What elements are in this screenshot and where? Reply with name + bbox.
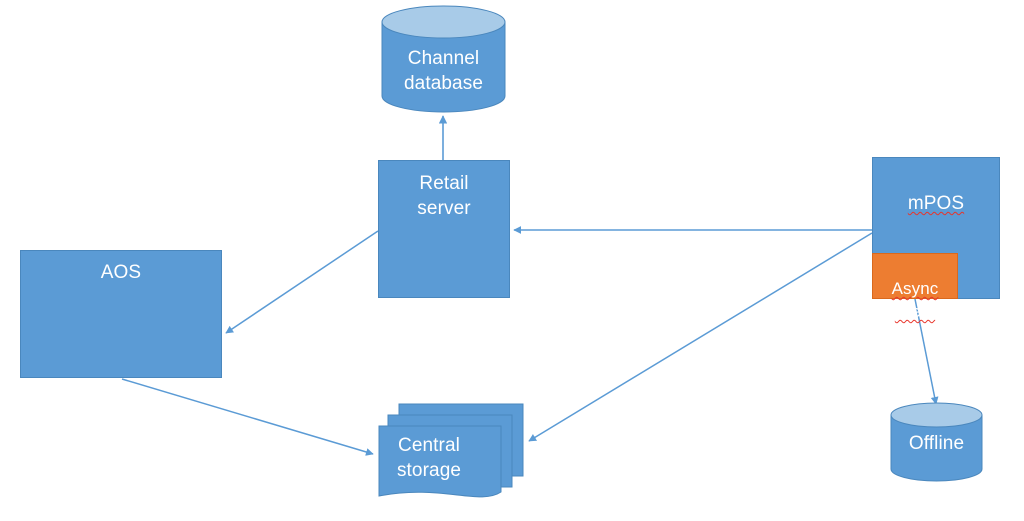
node-label-offline: Offline	[908, 433, 965, 454]
multidocument-shape	[378, 403, 524, 498]
node-label-mpos: mPOS	[873, 166, 999, 216]
edge-aos-to-central-storage	[121, 378, 374, 456]
node-label-aos: AOS	[100, 262, 142, 283]
cylinder-shape-offline	[890, 402, 983, 482]
edge-retail-server-to-aos	[225, 230, 379, 334]
node-label-async-client: Async client	[873, 254, 957, 323]
node-label-mpos-text: mPOS	[907, 193, 965, 214]
node-async-client[interactable]: Async client	[872, 253, 958, 321]
node-aos[interactable]: AOS	[20, 250, 222, 378]
node-label-async-client-text: Async client	[891, 279, 939, 321]
node-retail-server[interactable]: Retail server	[378, 160, 510, 298]
node-offline[interactable]: Offline	[890, 402, 983, 482]
edge-mpos-to-central-storage	[528, 232, 873, 442]
cylinder-shape	[381, 5, 506, 113]
node-central-storage[interactable]: Central storage	[377, 400, 525, 510]
node-label-retail-server: Retail server	[417, 173, 471, 219]
node-label-channel-database: Channel database	[404, 48, 483, 94]
node-label-central-storage: Central storage	[396, 435, 462, 481]
node-channel-database[interactable]: Channel database	[381, 5, 506, 113]
